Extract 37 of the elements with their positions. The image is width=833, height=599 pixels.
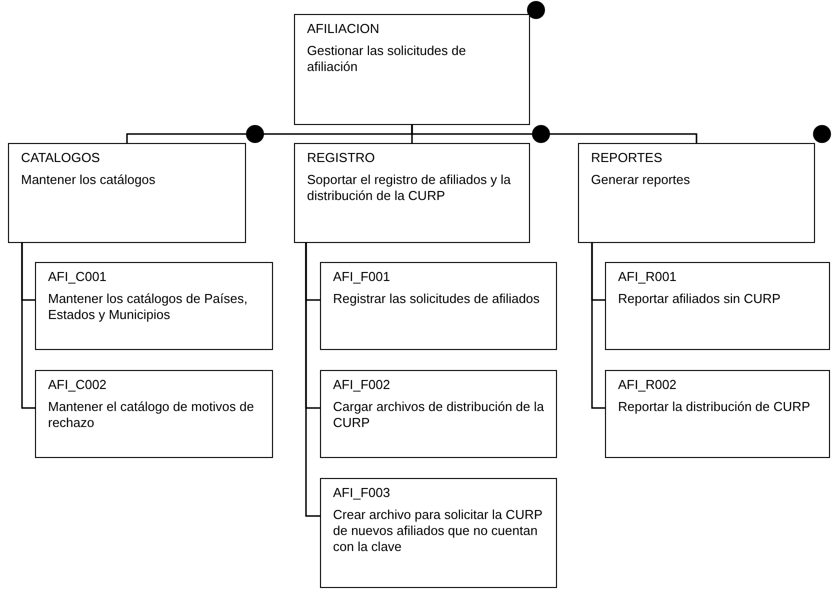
process-box bbox=[8, 143, 246, 243]
box-title: AFI_F002 bbox=[333, 377, 392, 393]
process-box bbox=[605, 370, 830, 458]
box-title: AFI_R002 bbox=[618, 377, 678, 393]
process-box bbox=[294, 143, 530, 243]
process-box bbox=[294, 14, 530, 125]
process-box bbox=[605, 262, 830, 350]
box-description: Gestionar las solicitudes de afiliación bbox=[307, 43, 467, 75]
box-title: CATALOGOS bbox=[21, 150, 101, 166]
connector-line bbox=[305, 243, 320, 517]
box-description: Reportar afiliados sin CURP bbox=[618, 291, 782, 307]
box-description: Crear archivo para solicitar la CURP de nuevos afiliados que no cuentan con la clave bbox=[333, 507, 544, 555]
box-title: AFI_C002 bbox=[48, 377, 108, 393]
box-description: Generar reportes bbox=[591, 172, 691, 188]
box-title: AFI_R001 bbox=[618, 269, 678, 285]
box-description: Mantener el catálogo de motivos de rechazo bbox=[48, 399, 255, 431]
connector-line bbox=[411, 125, 698, 143]
process-box bbox=[320, 370, 557, 458]
box-title: AFI_F001 bbox=[333, 269, 392, 285]
box-description: Reportar la distribución de CURP bbox=[618, 399, 812, 415]
box-title: AFI_C001 bbox=[48, 269, 108, 285]
box-description: Mantener los catálogos bbox=[21, 172, 156, 188]
box-title: REPORTES bbox=[591, 150, 664, 166]
box-description: Soportar el registro de afiliados y la distribución de la CURP bbox=[307, 172, 512, 204]
box-description: Mantener los catálogos de Países, Estados y Municipios bbox=[48, 291, 248, 323]
box-description: Cargar archivos de distribución de la CURP bbox=[333, 399, 544, 431]
box-title: AFI_F003 bbox=[333, 485, 392, 501]
connector-line bbox=[21, 243, 35, 409]
process-box bbox=[320, 478, 557, 588]
process-box bbox=[35, 370, 273, 458]
box-title: REGISTRO bbox=[307, 150, 376, 166]
box-description: Registrar las solicitudes de afiliados bbox=[333, 291, 541, 307]
connector-line bbox=[591, 243, 605, 409]
process-box bbox=[320, 262, 557, 350]
process-box bbox=[35, 262, 273, 350]
box-title: AFILIACION bbox=[307, 21, 380, 37]
process-box bbox=[578, 143, 815, 243]
